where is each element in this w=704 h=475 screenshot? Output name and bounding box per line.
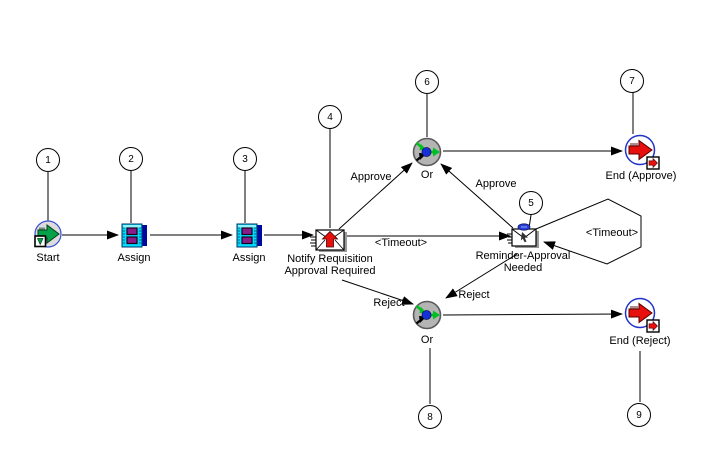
end-arrow-icon [624, 134, 660, 170]
function-cylinder-icon [121, 223, 147, 248]
node-label-start: Start [36, 252, 60, 264]
callout-number: 6 [424, 76, 430, 88]
end-arrow-icon [624, 297, 660, 333]
edge-label-reject-right: Reject [458, 289, 490, 301]
callout-5: 5 [519, 191, 543, 215]
edge-approve-notify-to-or-top [338, 162, 413, 230]
mail-send-icon [310, 229, 347, 252]
callout-number: 4 [327, 111, 333, 123]
node-end-reject[interactable] [623, 297, 661, 338]
node-notify-requisition[interactable] [309, 227, 349, 262]
node-end-approve[interactable] [623, 134, 661, 175]
node-assign-1[interactable] [119, 222, 149, 254]
node-or-top[interactable] [410, 135, 444, 174]
callout-4: 4 [318, 105, 342, 129]
node-label-end-approve: End (Approve) [605, 170, 677, 182]
callout-9: 9 [627, 403, 651, 427]
edge-label-approve-left: Approve [350, 171, 392, 183]
callout-6: 6 [415, 70, 439, 94]
callout-3: 3 [233, 147, 257, 171]
node-assign-2[interactable] [234, 222, 264, 254]
edge-label-timeout-loop: <Timeout> [585, 227, 639, 239]
edge-label-timeout-line: <Timeout> [374, 237, 428, 249]
callout-number: 9 [636, 409, 642, 421]
start-arrow-icon [34, 220, 62, 248]
node-start[interactable] [33, 220, 63, 255]
node-label-or-bottom: Or [420, 334, 434, 346]
callout-number: 2 [128, 153, 134, 165]
edge-label-reject-left: Reject [373, 297, 405, 309]
callout-7: 7 [620, 69, 644, 93]
or-junction-icon [412, 300, 442, 330]
edge-approve-reminder-to-or-top [440, 163, 514, 229]
mail-reminder-clock-icon [507, 223, 539, 248]
edge-reject-notify-to-or-bottom [341, 279, 414, 305]
node-label-end-reject: End (Reject) [609, 335, 671, 347]
callout-number: 7 [629, 75, 635, 87]
node-label-assign-1: Assign [117, 252, 151, 264]
node-label-reminder-approval: Reminder-Approval Needed [475, 250, 571, 274]
node-reminder-approval[interactable] [507, 222, 543, 255]
node-label-notify-requisition: Notify Requisition Approval Required [284, 253, 376, 277]
callout-number: 1 [45, 154, 51, 166]
or-junction-icon [412, 137, 442, 167]
edge-label-approve-right: Approve [475, 178, 517, 190]
node-label-or-top: Or [420, 169, 434, 181]
callout-number: 5 [528, 197, 534, 209]
function-cylinder-icon [236, 223, 262, 248]
callout-8: 8 [418, 405, 442, 429]
callout-1: 1 [36, 148, 60, 172]
callout-number: 8 [427, 411, 433, 423]
callout-number: 3 [242, 153, 248, 165]
edge-reject-reminder-to-or-bottom [445, 253, 518, 299]
node-label-assign-2: Assign [232, 252, 266, 264]
callout-2: 2 [119, 147, 143, 171]
edge-timeout-self-loop [535, 198, 642, 265]
edge-or-bottom-to-end-reject [442, 309, 623, 319]
node-or-bottom[interactable] [410, 298, 444, 337]
